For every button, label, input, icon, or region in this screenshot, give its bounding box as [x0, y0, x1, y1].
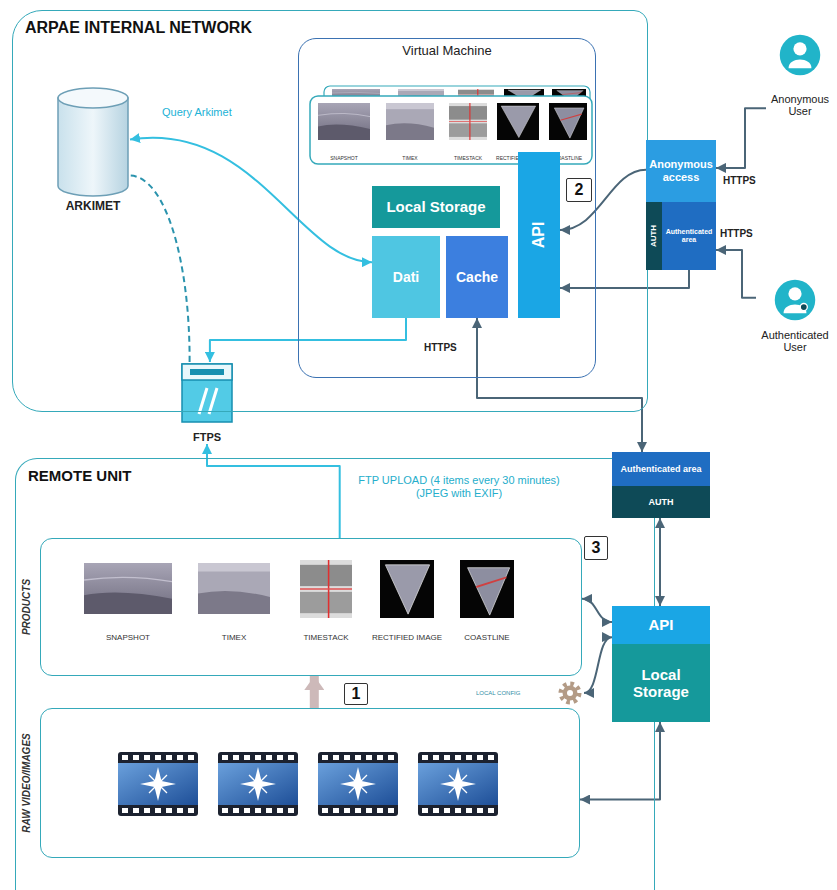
callout-number: 1 — [344, 683, 368, 705]
config-gear — [561, 684, 579, 702]
node-label: Authenticated User — [756, 329, 834, 354]
node-label: LOCAL CONFIG — [476, 690, 520, 697]
access-box: Authenticated area — [612, 452, 710, 486]
raw-video-group: RAW VIDEO/IMAGES — [40, 708, 580, 858]
node-label: TIMESTACK — [288, 633, 364, 642]
node-label: SNAPSHOT — [80, 633, 176, 642]
node-label: Dati — [391, 269, 421, 285]
node-label: Authenticated area — [662, 228, 716, 244]
node-label: COASTLINE — [452, 633, 522, 642]
node-label: Local Storage — [384, 198, 487, 215]
product-thumbnail: SNAPSHOT — [80, 560, 176, 642]
node-label: REMOTE UNIT — [28, 467, 131, 484]
connector — [210, 318, 406, 362]
database: ARKIMET — [56, 90, 130, 214]
connector — [659, 518, 661, 606]
node-label: AUTH — [647, 497, 676, 507]
database-cylinder — [58, 88, 128, 196]
edge-label: HTTPS — [718, 228, 755, 240]
node-label: Local Storage — [612, 666, 710, 701]
edge-label: Query Arkimet — [160, 106, 234, 119]
product-thumbnail: TIMESTACK — [288, 560, 364, 642]
user-actor: Anonymous User — [766, 30, 834, 118]
products-thumbnails — [84, 560, 514, 618]
node-label: API — [530, 222, 548, 249]
product-thumbnail: TIMESTACK — [446, 100, 490, 162]
user-icon — [780, 35, 820, 75]
cache-box: Cache — [446, 236, 508, 318]
node-label: TIMESTACK — [446, 156, 490, 162]
access-box: Anonymous access — [646, 140, 716, 202]
auth-strip: AUTH — [612, 486, 710, 518]
connector — [310, 676, 319, 708]
node-label: TIMEX — [194, 633, 274, 642]
edge-label: FTP UPLOAD (4 items every 30 minutes) (J… — [352, 474, 566, 500]
node-label: FTPS — [178, 431, 236, 444]
product-thumbnail: SNAPSHOT — [316, 100, 372, 162]
product-thumbnail: TIMEX — [384, 100, 436, 162]
node-label: TIMEX — [384, 156, 436, 162]
storage-box: Local Storage — [612, 644, 710, 722]
node-label: API — [646, 616, 675, 633]
edge-label: HTTPS — [721, 175, 758, 187]
video-film-icons — [118, 752, 498, 816]
user-actor: Authenticated User — [756, 276, 834, 354]
connector — [716, 250, 756, 298]
user-icon — [775, 280, 815, 320]
connector — [477, 318, 642, 452]
ftps-server-icon — [182, 364, 232, 422]
node-label: Anonymous User — [766, 93, 834, 118]
connector — [130, 176, 190, 362]
api-box: API — [612, 606, 710, 644]
connector — [560, 170, 646, 230]
callout-number: 2 — [566, 178, 592, 202]
callout-number: 3 — [584, 536, 608, 560]
virtual-machine: Virtual MachineSNAPSHOTTIMEXTIMESTACKREC… — [298, 38, 596, 378]
product-thumbnail: RECTIFIED IMAGE — [367, 560, 447, 642]
node-label: AUTH — [649, 225, 658, 247]
products-group: PRODUCTSSNAPSHOTTIMEXTIMESTACKRECTIFIED … — [40, 538, 582, 676]
remote-unit-region: REMOTE UNIT PRODUCTS SNAPSHOT TIMEX TIMESTAC… — [15, 458, 655, 890]
connector — [580, 722, 660, 800]
api-box: API — [518, 152, 560, 318]
connector — [584, 637, 612, 693]
access-box: Authenticated area — [662, 202, 716, 270]
node-label: ARPAE INTERNAL NETWORK — [25, 19, 252, 37]
node-label: RAW VIDEO/IMAGES — [21, 733, 33, 832]
edge-label: HTTPS — [422, 342, 459, 354]
node-label: SNAPSHOT — [316, 156, 372, 162]
connector — [130, 138, 372, 262]
ftps-server: FTPS — [178, 362, 236, 444]
network-region: ARPAE INTERNAL NETWORK Virtual MachineSNA… — [12, 10, 648, 412]
config-item: LOCAL CONFIG — [474, 680, 584, 706]
product-thumbnail: COASTLINE — [452, 560, 522, 642]
node-label: Cache — [454, 269, 500, 285]
node-label: Anonymous access — [646, 158, 716, 183]
node-label: Virtual Machine — [299, 44, 595, 59]
auth-strip: AUTH — [646, 202, 662, 270]
storage-box: Local Storage — [372, 186, 500, 228]
node-label: Authenticated area — [618, 464, 703, 474]
connector — [560, 270, 689, 288]
connector — [582, 599, 612, 622]
node-label: PRODUCTS — [21, 579, 33, 635]
connector — [716, 108, 766, 168]
product-thumbnail: TIMEX — [194, 560, 274, 642]
node-label: RECTIFIED IMAGE — [367, 633, 447, 642]
node-label: ARKIMET — [56, 200, 130, 214]
data-box: Dati — [372, 236, 440, 318]
